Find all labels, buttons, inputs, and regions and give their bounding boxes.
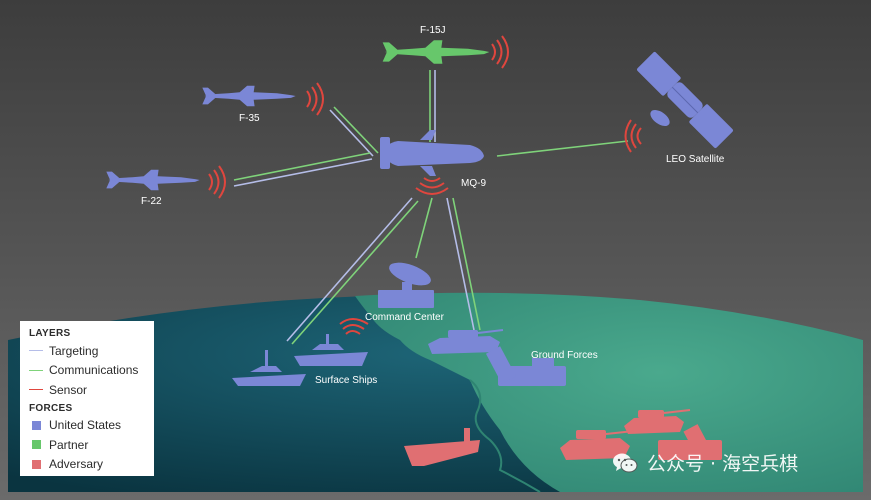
legend-label: Adversary	[49, 457, 104, 472]
leo-satellite: LEO Satellite	[637, 52, 733, 165]
legend-label: United States	[49, 418, 122, 433]
target-link-f35-mq9	[329, 109, 374, 157]
wechat-icon	[613, 453, 638, 472]
partner-swatch	[32, 440, 41, 450]
legend-label: Communications	[49, 363, 139, 378]
adversary-carrier	[404, 428, 480, 466]
label-ground-forces: Ground Forces	[531, 350, 598, 361]
sensor-arcs	[208, 35, 642, 335]
comm-link-f35-mq9	[333, 106, 379, 154]
coastline-detail	[469, 379, 541, 493]
united-states-swatch	[32, 420, 41, 430]
label-surface-ships: Surface Ships	[315, 375, 377, 386]
sensor-swatch	[29, 389, 43, 391]
destroyer-ship	[232, 350, 306, 386]
sensor-arc-f35	[306, 82, 324, 116]
communications-swatch	[29, 369, 43, 371]
f15j-aircraft: F-15J	[382, 25, 490, 64]
adversary-tank-upper	[624, 409, 691, 434]
adversary-tank-lower	[560, 430, 635, 460]
command-center: Command Center	[365, 262, 445, 323]
adversary-forces	[404, 409, 722, 466]
sensor-arc-f22	[208, 165, 226, 199]
comm-link-leo-mq9	[496, 140, 629, 157]
legend-item-united-states: United States	[29, 416, 154, 436]
comm-link-mq9-ground	[452, 197, 481, 331]
sensor-arc-f15j	[491, 35, 509, 69]
us-rocket-launcher	[485, 346, 566, 386]
legend-label: Targeting	[49, 343, 99, 358]
watermark-text: 公众号 · 海空兵棋	[647, 453, 799, 475]
watermark: 公众号 · 海空兵棋	[612, 449, 798, 476]
legend-label: Partner	[49, 437, 89, 452]
link-lines	[233, 70, 629, 345]
target-link-mq9-ground	[446, 197, 475, 331]
f22-aircraft: F-22	[106, 169, 200, 207]
sensor-arc-mq9	[415, 177, 449, 195]
label-mq9: MQ-9	[461, 178, 486, 189]
label-leo-satellite: LEO Satellite	[666, 154, 725, 165]
label-f35: F-35	[239, 113, 260, 124]
comm-link-mq9-ships	[291, 200, 419, 345]
sensor-arc-ships	[339, 318, 369, 335]
target-link-f22-mq9	[233, 158, 373, 187]
label-f15j: F-15J	[420, 25, 446, 36]
label-f22: F-22	[141, 196, 162, 207]
mq9-drone: MQ-9	[380, 130, 486, 189]
targeting-swatch	[29, 350, 43, 352]
label-command-center: Command Center	[365, 312, 445, 323]
target-link-mq9-ships	[286, 197, 413, 342]
comm-link-f22-mq9	[233, 152, 371, 181]
legend-label: Sensor	[49, 382, 88, 397]
ground-forces: Ground Forces	[428, 329, 598, 386]
f35-aircraft: F-35	[202, 85, 296, 124]
legend-item-sensor: Sensor	[29, 380, 154, 400]
surface-ships: Surface Ships	[232, 334, 377, 386]
sensor-arc-leo	[624, 119, 642, 153]
adversary-swatch	[32, 459, 41, 469]
comm-link-mq9-command	[415, 197, 433, 259]
adversary-rocket-launcher	[658, 424, 722, 460]
legend-forces-title: FORCES	[29, 402, 73, 414]
legend-item-targeting: Targeting	[29, 341, 154, 361]
us-tank	[428, 329, 504, 354]
legend-item-partner: Partner	[29, 435, 154, 455]
legend: LAYERS Targeting Communications Sensor F…	[20, 321, 154, 476]
legend-item-adversary: Adversary	[29, 455, 154, 475]
frigate-ship	[294, 334, 368, 366]
legend-item-communications: Communications	[29, 361, 154, 381]
legend-layers-title: LAYERS	[29, 328, 71, 339]
